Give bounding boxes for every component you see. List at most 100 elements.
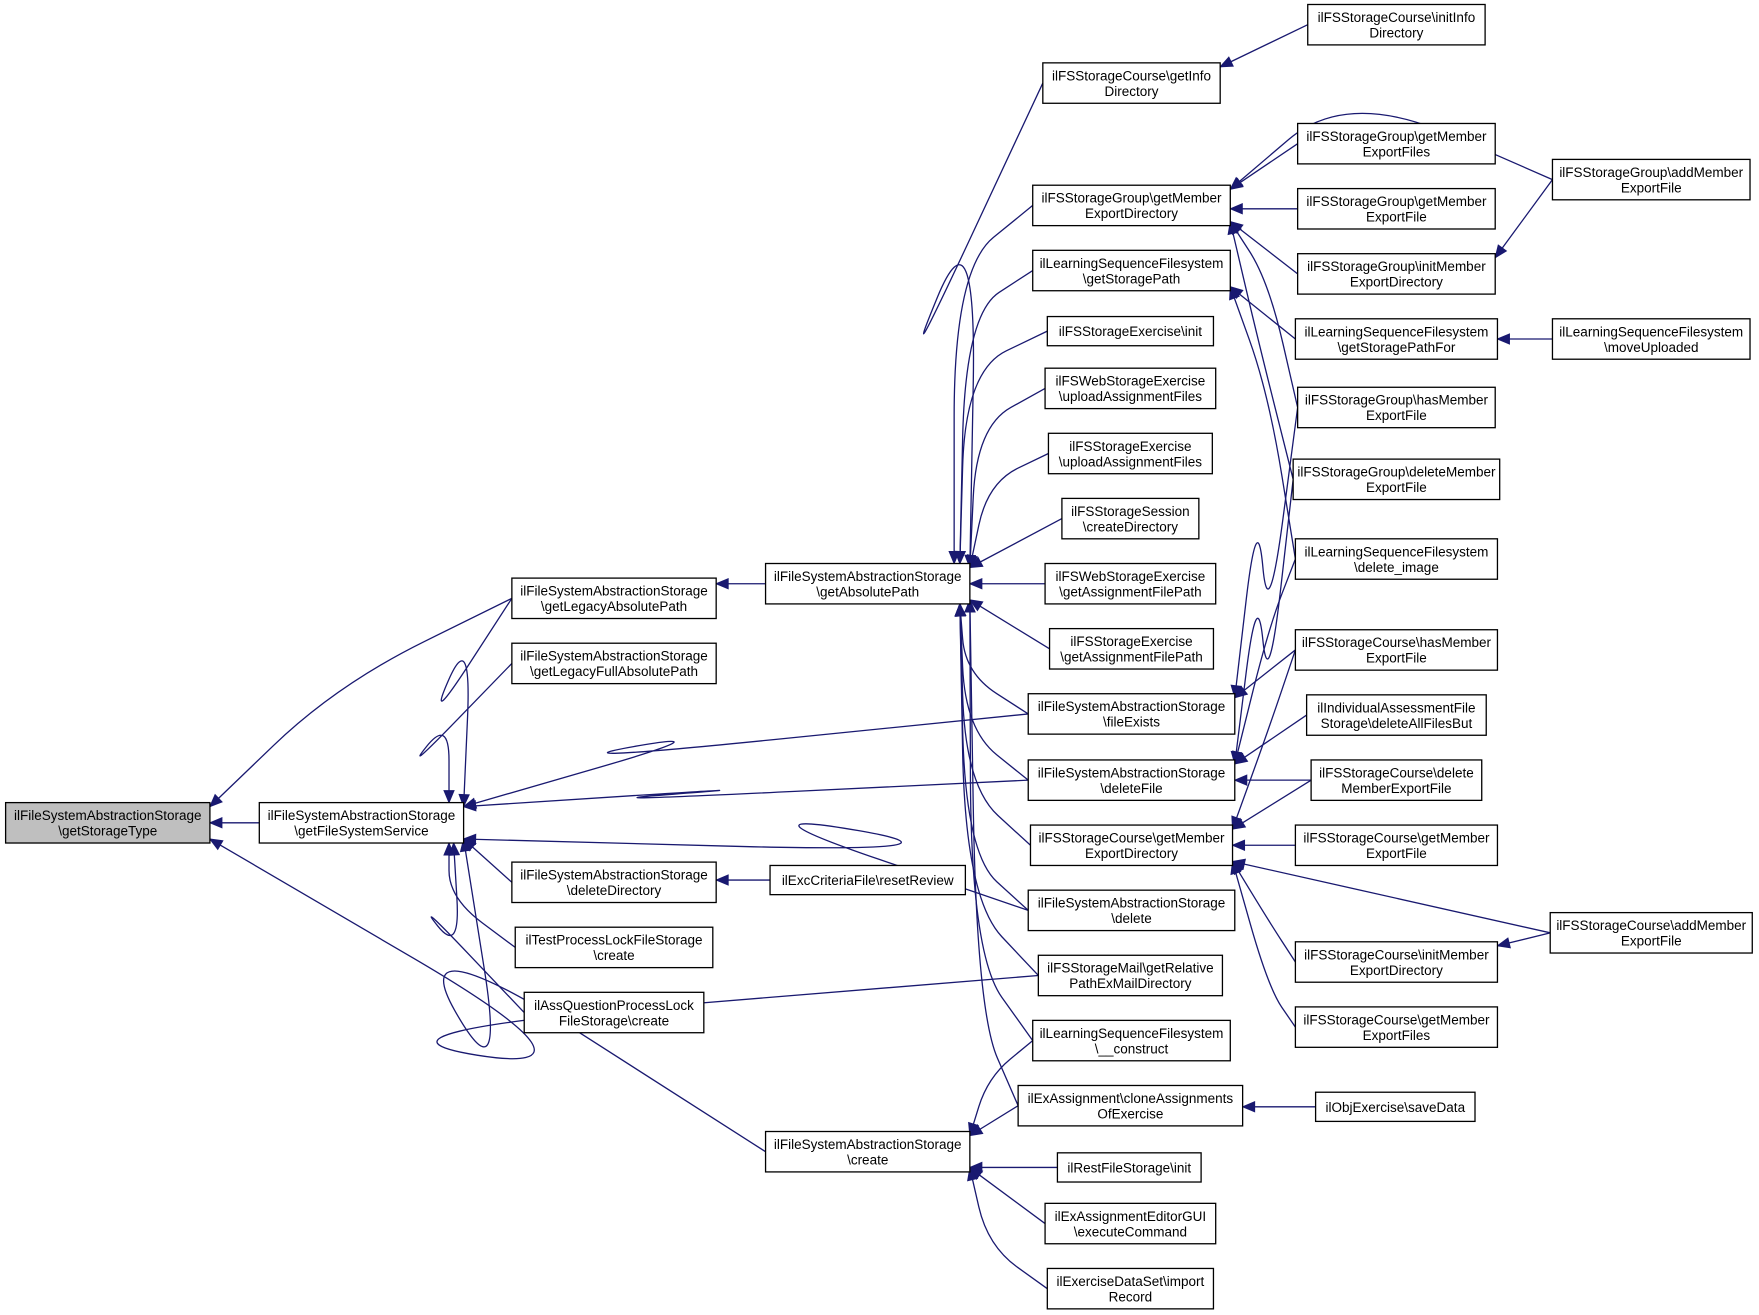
node-csgmed[interactable]: ilFSStorageCourse\getMemberExportDirecto… xyxy=(1029,824,1234,867)
node-seuaf[interactable]: ilFSStorageExercise\uploadAssignmentFile… xyxy=(1047,432,1213,475)
node-box xyxy=(1292,458,1501,501)
node-sscd[interactable]: ilFSStorageSession\createDirectory xyxy=(1061,497,1200,540)
node-label-line: \getLegacyAbsolutePath xyxy=(541,599,687,614)
node-box xyxy=(1044,562,1217,605)
node-excrit[interactable]: ilExcCriteriaFile\resetReview xyxy=(769,864,967,896)
node-label-line: ilFileSystemAbstractionStorage xyxy=(520,649,708,664)
node-label-line: ilIndividualAssessmentFile xyxy=(1317,700,1475,715)
node-glfap[interactable]: ilFileSystemAbstractionStorage\getLegacy… xyxy=(511,642,717,685)
node-fexists[interactable]: ilFileSystemAbstractionStorage\fileExist… xyxy=(1027,693,1236,735)
node-segafp[interactable]: ilFSStorageExercise\getAssignmentFilePat… xyxy=(1048,627,1215,670)
arrowhead xyxy=(954,602,966,617)
arrowhead xyxy=(968,577,983,590)
node-exclone[interactable]: ilExAssignment\cloneAssignmentsOfExercis… xyxy=(1017,1084,1244,1127)
node-label-line: PathExMailDirectory xyxy=(1069,976,1192,991)
node-label-line: Directory xyxy=(1369,25,1423,40)
node-label-line: ilFSStorageCourse\initInfo xyxy=(1318,10,1476,25)
node-label-line: \createDirectory xyxy=(1083,519,1179,534)
node-delfile[interactable]: ilFileSystemAbstractionStorage\deleteFil… xyxy=(1027,759,1236,802)
node-box xyxy=(1046,1267,1215,1310)
node-label-line: ilLearningSequenceFilesystem xyxy=(1040,256,1224,271)
node-fdelete[interactable]: ilFileSystemAbstractionStorage\delete xyxy=(1027,889,1236,932)
edge-line xyxy=(1232,860,1551,934)
node-label-line: Storage\deleteAllFilesBut xyxy=(1321,716,1473,731)
edge-wsegafp-to-gap xyxy=(968,577,1046,590)
node-cinitmed[interactable]: ilFSStorageCourse\initMemberExportDirect… xyxy=(1294,941,1499,983)
edges xyxy=(208,24,1553,1290)
edge-line xyxy=(463,713,1029,808)
node-aqplock[interactable]: ilAssQuestionProcessLockFileStorage\crea… xyxy=(523,991,705,1034)
node-lsmove[interactable]: ilLearningSequenceFilesystem\moveUploade… xyxy=(1551,318,1751,360)
node-restinit[interactable]: ilRestFileStorage\init xyxy=(1056,1152,1202,1183)
edge-line xyxy=(1229,221,1299,275)
node-label-line: ilExAssignment\cloneAssignments xyxy=(1028,1091,1234,1106)
node-box xyxy=(1032,1019,1231,1062)
node-label-line: OfExercise xyxy=(1097,1106,1163,1121)
node-box xyxy=(1296,122,1496,165)
node-exedgui[interactable]: ilExAssignmentEditorGUI\executeCommand xyxy=(1044,1202,1217,1245)
node-box xyxy=(1549,911,1753,954)
node-deldir[interactable]: ilFileSystemAbstractionStorage\deleteDir… xyxy=(511,861,717,904)
node-sexinit[interactable]: ilFSStorageExercise\init xyxy=(1046,315,1215,347)
node-box xyxy=(511,642,717,685)
node-label-line: \deleteFile xyxy=(1100,781,1162,796)
node-box xyxy=(1294,941,1499,983)
node-label-line: ilFSStorageExercise xyxy=(1070,634,1192,649)
node-box xyxy=(1296,386,1496,429)
node-box xyxy=(1032,249,1231,292)
edge-caddmef-to-csgmed xyxy=(1231,858,1551,934)
node-box xyxy=(1027,889,1236,932)
node-root[interactable]: ilFileSystemAbstractionStorage\getStorag… xyxy=(4,801,211,844)
node-box xyxy=(1551,318,1751,360)
node-indiv[interactable]: ilIndividualAssessmentFileStorage\delete… xyxy=(1305,694,1487,736)
arrowhead xyxy=(1219,56,1234,68)
node-box xyxy=(1029,824,1234,867)
edge-line xyxy=(969,452,1049,568)
edge-fdelete-to-gap xyxy=(954,602,1029,911)
node-lsgsp[interactable]: ilLearningSequenceFilesystem\getStorageP… xyxy=(1032,249,1231,292)
node-gfss[interactable]: ilFileSystemAbstractionStorage\getFileSy… xyxy=(258,801,465,844)
edge-line xyxy=(1231,649,1297,830)
edge-ggmef-to-gsgmed xyxy=(1229,143,1299,190)
node-lscons[interactable]: ilLearningSequenceFilesystem\__construct xyxy=(1032,1019,1231,1062)
node-gsgmed[interactable]: ilFSStorageGroup\getMemberExportDirector… xyxy=(1032,184,1231,227)
node-box xyxy=(1061,497,1200,540)
node-wsegafp[interactable]: ilFSWebStorageExercise\getAssignmentFile… xyxy=(1044,562,1217,605)
node-mailrel[interactable]: ilFSStorageMail\getRelativePathExMailDir… xyxy=(1037,954,1224,997)
edge-gdelmef-to-delfile xyxy=(1230,479,1294,766)
edge-line xyxy=(1229,143,1299,190)
node-exsave[interactable]: ilObjExercise\saveData xyxy=(1314,1091,1476,1123)
edge-line xyxy=(443,838,766,1153)
arrowhead xyxy=(964,598,976,613)
node-box xyxy=(1314,1091,1476,1123)
node-glap[interactable]: ilFileSystemAbstractionStorage\getLegacy… xyxy=(511,577,717,620)
node-wseuaf[interactable]: ilFSWebStorageExercise\uploadAssignmentF… xyxy=(1044,367,1217,410)
node-label-line: ilExcCriteriaFile\resetReview xyxy=(782,873,954,888)
node-ginitmed[interactable]: ilFSStorageGroup\initMemberExportDirecto… xyxy=(1296,253,1496,295)
node-tplock[interactable]: ilTestProcessLockFileStorage\create xyxy=(514,926,714,969)
arrowhead xyxy=(208,838,224,851)
node-label-line: ExportFiles xyxy=(1363,1028,1431,1043)
node-box xyxy=(1027,693,1236,735)
arrowhead xyxy=(462,800,477,812)
node-lsdelimg[interactable]: ilLearningSequenceFilesystem\delete_imag… xyxy=(1294,538,1499,580)
node-box xyxy=(769,864,967,896)
node-gap[interactable]: ilFileSystemAbstractionStorage\getAbsolu… xyxy=(764,562,971,605)
node-fcreate[interactable]: ilFileSystemAbstractionStorage\create xyxy=(764,1130,971,1173)
node-label-line: \getLegacyFullAbsolutePath xyxy=(530,664,698,679)
node-label-line: ilFSStorageMail\getRelative xyxy=(1047,961,1214,976)
node-lsgspf[interactable]: ilLearningSequenceFilesystem\getStorageP… xyxy=(1294,318,1499,360)
